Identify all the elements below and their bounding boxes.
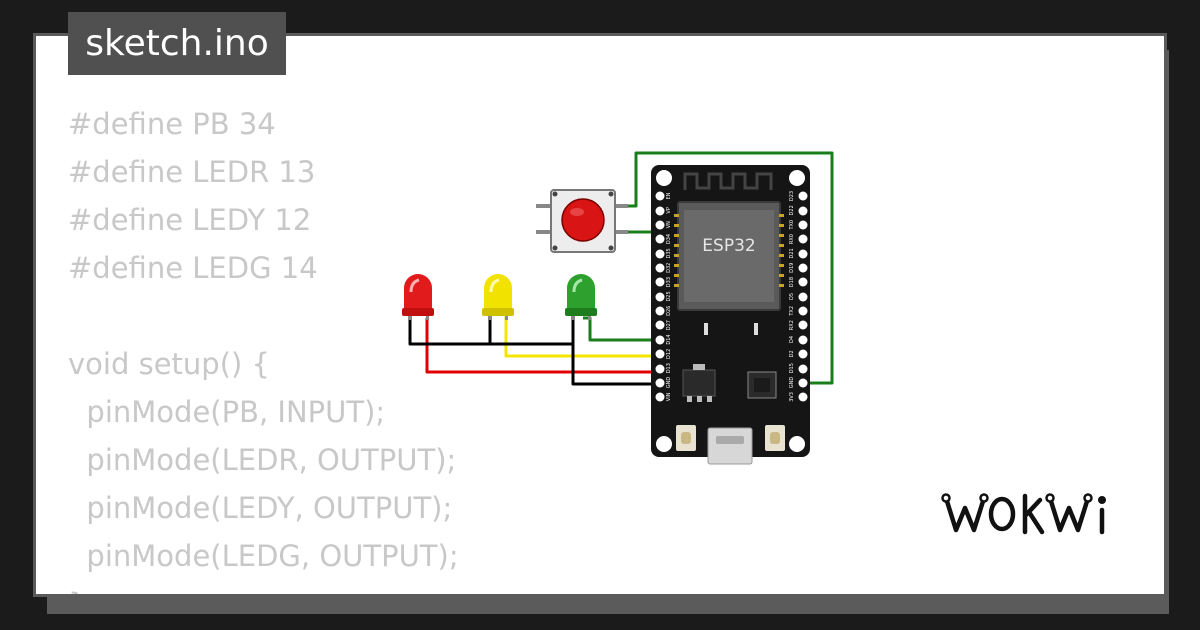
pin-label: D4	[789, 336, 795, 343]
code-line: pinMode(PB, INPUT);	[68, 395, 386, 429]
code-line: #define LEDG 14	[68, 251, 318, 285]
pin-label: RX0	[789, 234, 795, 244]
wire-red-led	[425, 318, 660, 374]
pin-label: D13	[666, 363, 672, 373]
code-editor: #define PB 34 #define LEDR 13 #define LEDY…	[68, 100, 459, 594]
pin-label: GND	[789, 377, 795, 389]
pin-label: D2	[789, 350, 795, 357]
chip-pads	[674, 214, 784, 287]
pin-label: D33	[666, 277, 672, 287]
pin-label: TX2	[789, 306, 795, 317]
led-green[interactable]	[565, 274, 597, 320]
pin-label: D21	[789, 248, 795, 258]
pin-label: VN	[666, 221, 672, 228]
pin-label: D14	[666, 334, 672, 344]
wire-yellow-led	[504, 315, 660, 358]
pin-label: RX2	[789, 320, 795, 330]
pin-label: VIN	[666, 392, 672, 401]
right-header	[798, 191, 808, 402]
file-tab[interactable]: sketch.ino	[68, 12, 286, 75]
code-line: #define PB 34	[68, 107, 276, 141]
led-red[interactable]	[402, 274, 434, 320]
pin-label: VP	[666, 207, 672, 213]
pin-label: D26	[666, 306, 672, 316]
left-header	[655, 191, 665, 402]
board-button-boot	[765, 425, 785, 451]
code-line: }	[68, 580, 459, 594]
pin-label: D25	[666, 291, 672, 301]
pin-label: TX0	[789, 220, 795, 231]
pin-label: D19	[789, 263, 795, 273]
wire-green-led	[583, 316, 660, 342]
chip-label: ESP32	[702, 236, 755, 256]
pin-label: D34	[666, 234, 672, 244]
pin-label: D35	[666, 248, 672, 258]
code-line: void setup() {	[68, 347, 270, 381]
code-line: pinMode(LEDG, OUTPUT);	[68, 539, 459, 573]
code-line: pinMode(LEDY, OUTPUT);	[68, 491, 453, 525]
preview-card: #define PB 34 #define LEDR 13 #define LEDY…	[33, 33, 1167, 597]
code-line: #define LEDR 13	[68, 155, 316, 189]
pin-label: D22	[789, 205, 795, 215]
code-line: #define LEDY 12	[68, 203, 312, 237]
pin-label: 3V3	[789, 392, 795, 402]
antenna-trace	[683, 172, 773, 190]
usb-port	[707, 427, 753, 465]
wire-black-gnd	[408, 315, 660, 386]
pin-label: D27	[666, 320, 672, 330]
esp32-board[interactable]: ESP32 ENVPVND34D35D32D33D25D26D27D14D12D…	[651, 165, 810, 465]
voltage-regulator	[682, 364, 716, 402]
pin-label: D18	[789, 277, 795, 287]
pin-label: D12	[666, 349, 672, 359]
code-line: pinMode(LEDR, OUTPUT);	[68, 443, 457, 477]
pin-label: D23	[789, 191, 795, 201]
led-yellow[interactable]	[482, 274, 514, 320]
pin-label: D32	[666, 263, 672, 273]
board-button-en	[676, 425, 696, 451]
pin-label: GND	[666, 377, 672, 389]
pin-label: EN	[666, 192, 672, 199]
wire-green-button	[616, 151, 834, 385]
push-button[interactable]	[536, 189, 628, 253]
pin-label: D15	[789, 363, 795, 373]
pin-label: D5	[789, 293, 795, 300]
wokwi-logo	[941, 493, 1106, 535]
usb-serial-chip	[747, 371, 777, 399]
